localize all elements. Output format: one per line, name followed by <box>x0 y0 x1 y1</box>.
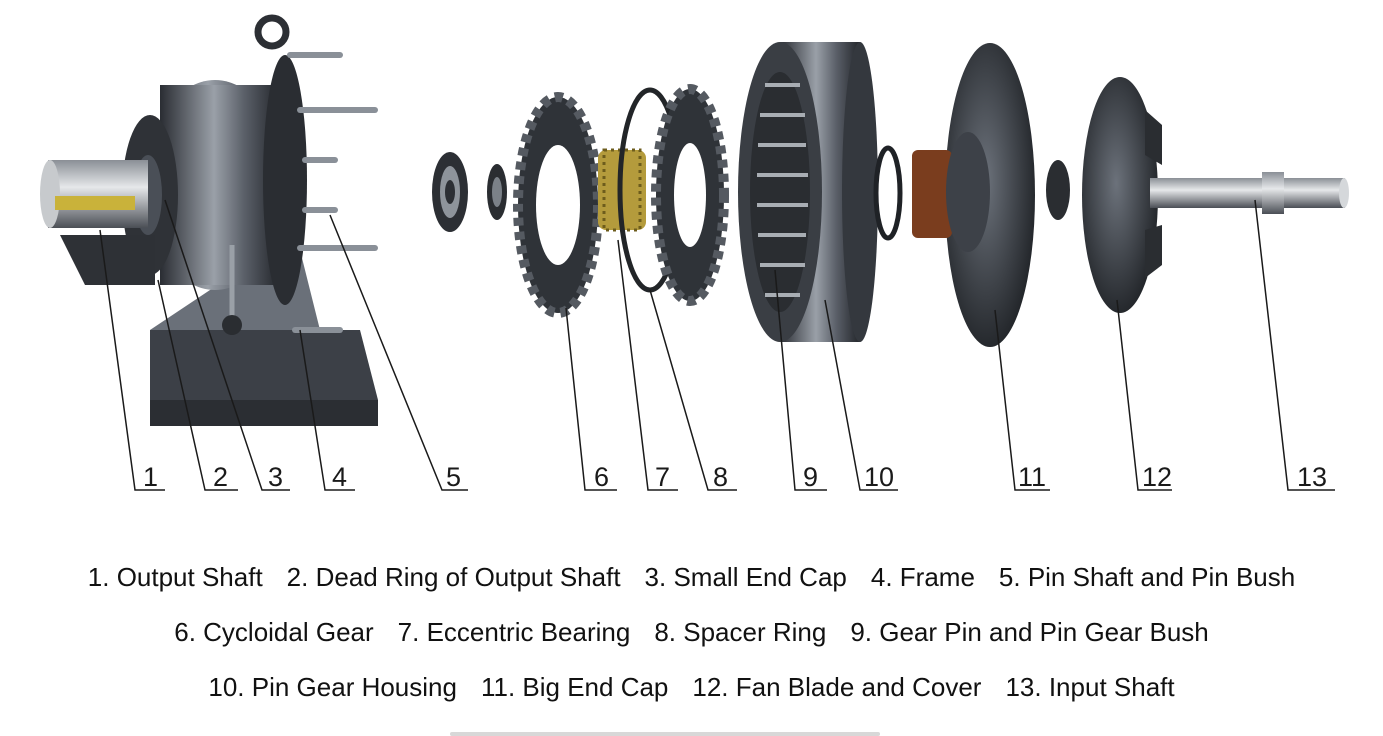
cycloidal-gear-2 <box>651 84 729 306</box>
legend-row-3: 10. Pin Gear Housing 11. Big End Cap 12. F… <box>0 672 1383 703</box>
legend-item-eccentric-bearing: 7. Eccentric Bearing <box>397 617 631 647</box>
housing-cylinder <box>160 85 280 285</box>
callout-4: 4 <box>332 462 347 492</box>
callout-11: 11 <box>1018 462 1046 492</box>
legend-item-fan-blade: 12. Fan Blade and Cover <box>692 672 982 702</box>
callout-12: 12 <box>1142 462 1172 492</box>
housing-flange <box>263 55 307 305</box>
callout-8: 8 <box>713 462 728 492</box>
callout-1: 1 <box>143 462 158 492</box>
legend-item-small-end-cap: 3. Small End Cap <box>644 562 847 592</box>
legend-item-input-shaft: 13. Input Shaft <box>1005 672 1175 702</box>
legend-item-cycloidal-gear: 6. Cycloidal Gear <box>174 617 374 647</box>
o-ring <box>873 145 903 241</box>
legend-item-frame: 4. Frame <box>870 562 975 592</box>
bottom-divider <box>450 732 880 736</box>
output-shaft <box>48 160 148 228</box>
shaft-support <box>60 235 155 285</box>
seal-ring <box>1046 160 1070 220</box>
callout-13: 13 <box>1297 462 1327 492</box>
callout-3: 3 <box>268 462 283 492</box>
legend-item-output-shaft: 1. Output Shaft <box>87 562 263 592</box>
pin-gear-housing <box>738 42 878 342</box>
callout-labels: 1 2 3 4 5 6 7 8 9 10 11 12 13 <box>143 462 1327 492</box>
cycloidal-gear-1 <box>513 92 603 318</box>
legend-item-pin-shaft: 5. Pin Shaft and Pin Bush <box>998 562 1296 592</box>
callout-7: 7 <box>655 462 670 492</box>
legend-item-gear-pin: 9. Gear Pin and Pin Gear Bush <box>850 617 1209 647</box>
legend-item-big-end-cap: 11. Big End Cap <box>480 672 669 702</box>
legend-item-dead-ring: 2. Dead Ring of Output Shaft <box>286 562 621 592</box>
small-ring <box>487 164 507 220</box>
output-shaft-end <box>40 160 60 228</box>
small-bearing <box>432 152 468 232</box>
grease-nipple <box>222 315 242 335</box>
callout-10: 10 <box>864 462 894 492</box>
fan-cover <box>1082 77 1162 313</box>
callout-2: 2 <box>213 462 228 492</box>
legend-item-spacer-ring: 8. Spacer Ring <box>654 617 827 647</box>
input-shaft <box>1150 172 1349 214</box>
callout-9: 9 <box>803 462 818 492</box>
legend-row-1: 1. Output Shaft 2. Dead Ring of Output Sh… <box>0 562 1383 593</box>
callout-6: 6 <box>594 462 609 492</box>
legend-row-2: 6. Cycloidal Gear 7. Eccentric Bearing 8. … <box>0 617 1383 648</box>
leader-lines <box>99 199 1335 491</box>
shaft-key <box>55 196 135 210</box>
pin-shafts <box>287 52 378 333</box>
assembled-reducer <box>40 14 378 426</box>
legend-item-pin-gear-housing: 10. Pin Gear Housing <box>208 672 457 702</box>
big-end-cap <box>912 43 1035 347</box>
lifting-eye <box>254 14 290 50</box>
frame-foot <box>150 400 378 426</box>
callout-5: 5 <box>446 462 461 492</box>
